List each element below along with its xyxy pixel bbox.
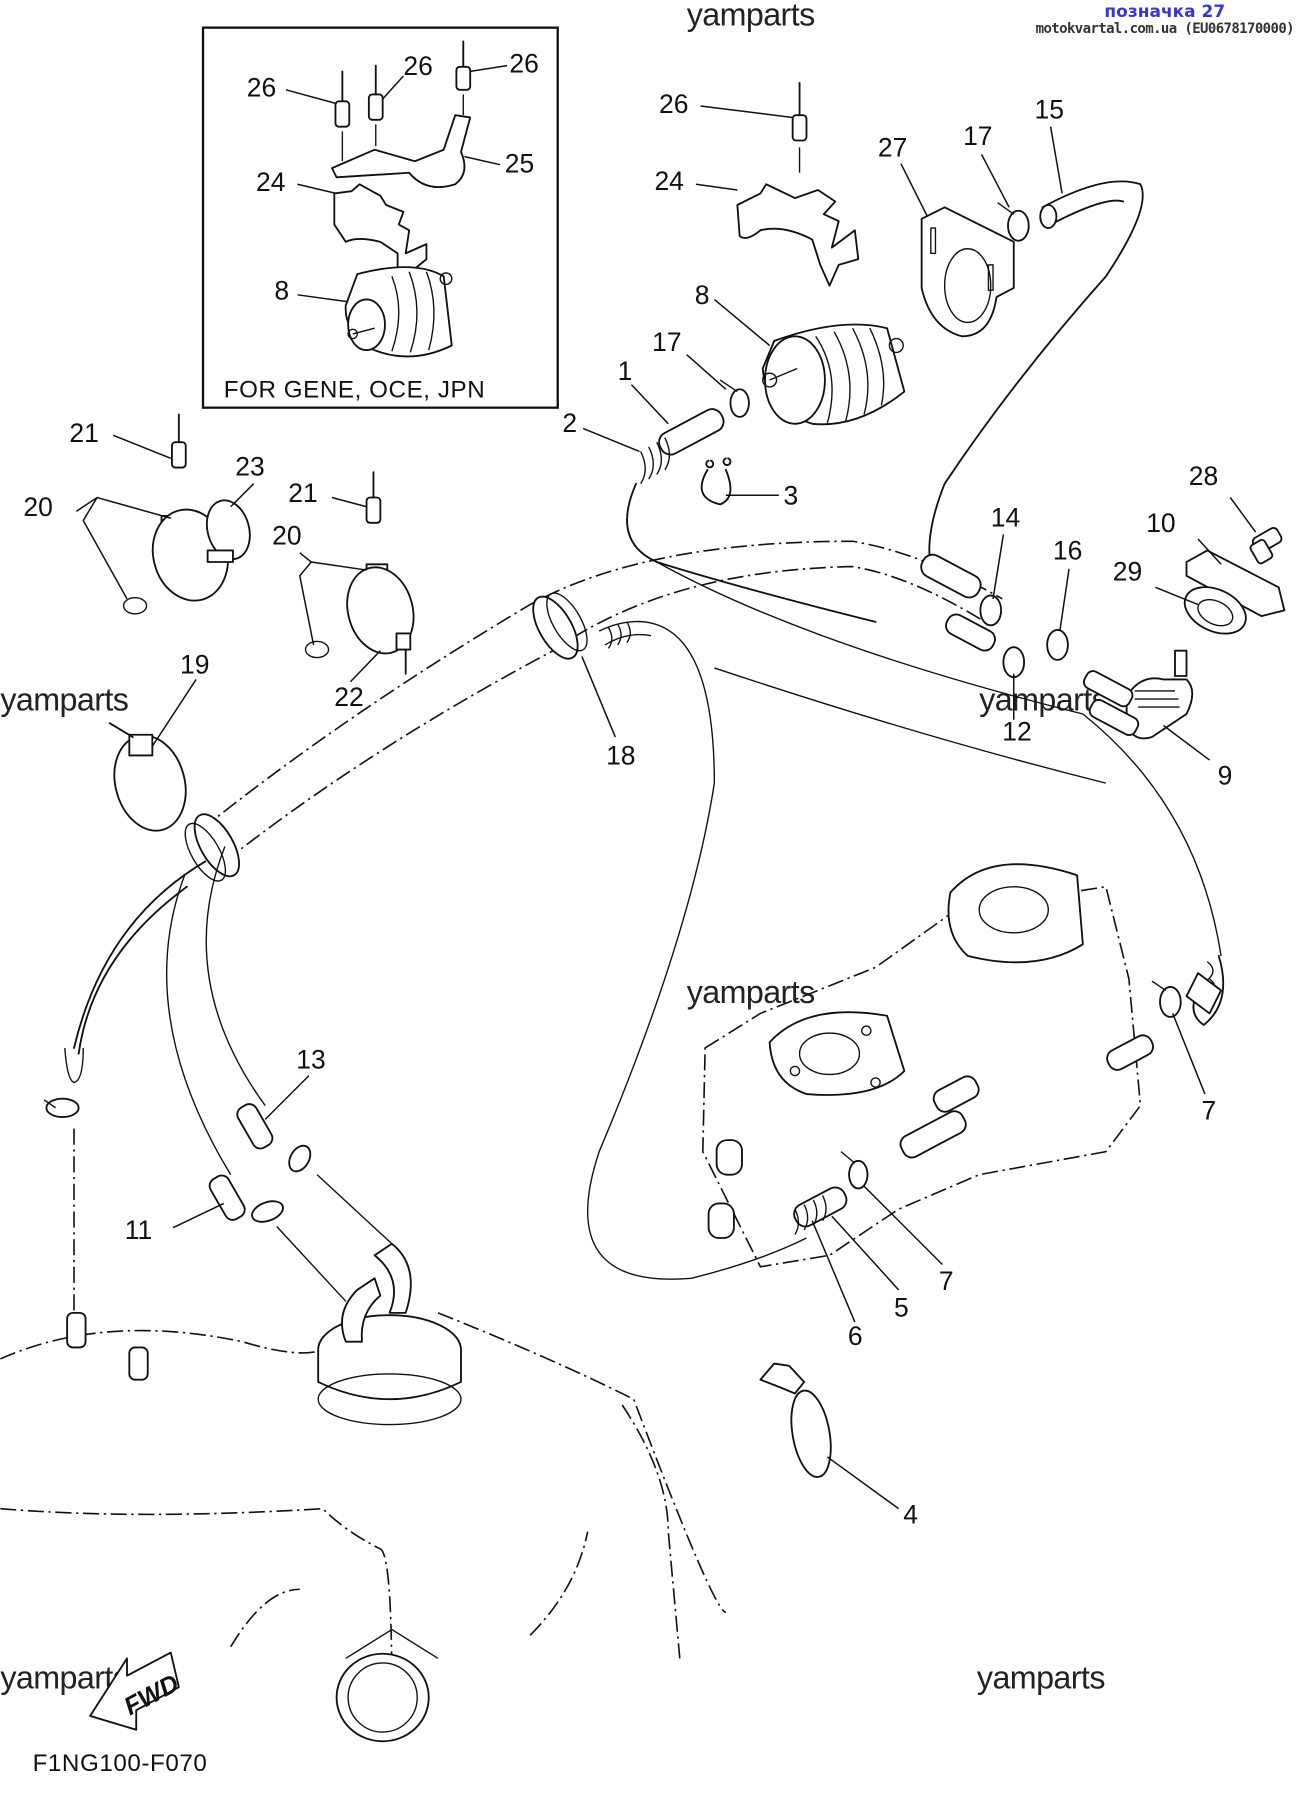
hose-joint-part (626, 408, 877, 623)
regional-variant-inset: 26 26 26 25 24 8 FOR GENE, OCE, JPN (201, 26, 559, 409)
callout-9: 9 (1218, 760, 1233, 790)
hose-clip-icon (840, 1151, 869, 1190)
callout-15: 15 (1034, 95, 1063, 125)
rivet-icon (455, 40, 472, 116)
reference-tag: позначка 27 (1104, 2, 1226, 22)
hose-joint-part (793, 1186, 848, 1235)
callout-26: 26 (247, 73, 276, 103)
callout-3: 3 (783, 480, 798, 510)
callout-17: 17 (652, 327, 681, 357)
callout-26: 26 (403, 51, 432, 81)
clamp-part (304, 471, 415, 675)
bracket-part (333, 183, 428, 284)
callout-1: 1 (618, 356, 633, 386)
watermark: yamparts (977, 1659, 1105, 1695)
rivet-icon (334, 70, 351, 162)
callout-16: 16 (1053, 536, 1082, 566)
callout-25: 25 (505, 149, 534, 179)
hose-clip-icon (719, 379, 750, 418)
fuel-hose (586, 620, 807, 1280)
hose-clip-icon (251, 1200, 284, 1223)
clamp-part (122, 413, 251, 615)
holder-part (920, 206, 1015, 338)
callout-12: 12 (1002, 716, 1031, 746)
callout-14: 14 (991, 502, 1020, 532)
callout-8: 8 (695, 280, 710, 310)
callout-28: 28 (1189, 461, 1218, 491)
hose-clip-icon (979, 594, 1003, 627)
callout-21: 21 (288, 478, 317, 508)
watermark: yamparts (687, 974, 815, 1010)
hose-clip-icon (1002, 646, 1026, 679)
callout-10: 10 (1146, 508, 1175, 538)
carburetor-assembly (702, 863, 1222, 1268)
callout-4: 4 (903, 1500, 918, 1530)
callout-11: 11 (125, 1215, 152, 1245)
clip-part (700, 457, 732, 506)
callout-7: 7 (1201, 1095, 1216, 1125)
callout-29: 29 (1113, 556, 1142, 586)
watermark: yamparts (0, 682, 128, 718)
source-site: motokvartal.com.ua (EU0678170000) (1035, 20, 1295, 37)
fuel-cock-part (1083, 649, 1194, 740)
callout-24: 24 (654, 166, 683, 196)
callout-20: 20 (272, 521, 301, 551)
fuel-filter-part (344, 266, 453, 358)
callout-20: 20 (23, 492, 52, 522)
callout-2: 2 (562, 408, 577, 438)
callout-8: 8 (274, 275, 289, 305)
rivet-icon (367, 64, 384, 147)
plate-part (1185, 549, 1286, 618)
breather-tube (201, 540, 1003, 830)
fuel-hose (928, 180, 1144, 577)
bolt-icon (1249, 526, 1283, 565)
callout-18: 18 (606, 741, 635, 771)
rivet-icon (791, 81, 808, 173)
source-header: позначка 27 motokvartal.com.ua (EU067817… (1035, 2, 1295, 37)
callout-26: 26 (659, 89, 688, 119)
hose-end (208, 1174, 246, 1221)
tube-end-fitting (184, 592, 588, 882)
cable-tie-part (108, 722, 187, 832)
callout-19: 19 (180, 650, 209, 680)
hose-end (236, 1103, 274, 1150)
hose-clip-icon (997, 202, 1030, 242)
callout-23: 23 (235, 452, 264, 482)
hose-clip-icon (1151, 980, 1182, 1018)
callout-17: 17 (963, 121, 992, 151)
callout-7: 7 (939, 1266, 954, 1296)
fuel-filter-part (761, 323, 906, 426)
callout-21: 21 (69, 418, 98, 448)
watermark: yamparts (687, 0, 815, 32)
callout-13: 13 (296, 1045, 325, 1075)
hose-clip-icon (43, 1097, 80, 1119)
hose-clip-icon (1046, 629, 1069, 661)
callout-22: 22 (334, 682, 363, 712)
stay-plate-part (331, 114, 472, 188)
inset-note: FOR GENE, OCE, JPN (224, 376, 486, 403)
callout-27: 27 (878, 133, 907, 163)
diagram-code: F1NG100-F070 (33, 1750, 208, 1777)
callout-24: 24 (256, 167, 285, 197)
callout-5: 5 (894, 1292, 909, 1322)
callout-6: 6 (848, 1321, 863, 1351)
fuel-tank (0, 1242, 727, 1743)
callout-26: 26 (509, 49, 538, 79)
cable-tie-part (759, 1362, 832, 1478)
hose-clip-icon (288, 1144, 312, 1173)
bracket-part (736, 183, 860, 287)
